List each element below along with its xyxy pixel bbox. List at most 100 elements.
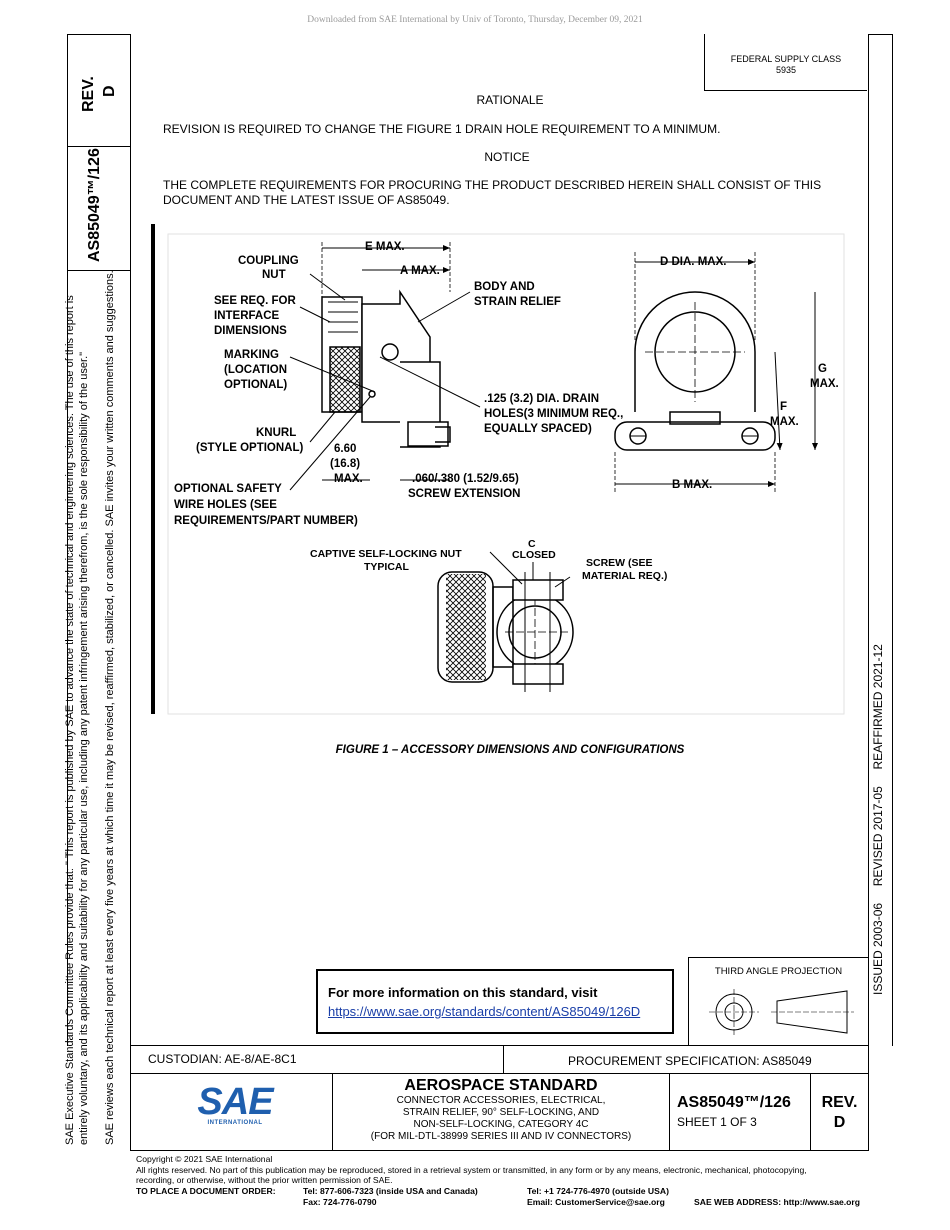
label-marking-2: (LOCATION bbox=[224, 364, 287, 376]
side-view bbox=[289, 242, 481, 491]
label-dim-max: MAX. bbox=[334, 473, 363, 485]
frame-left-divider-1 bbox=[67, 146, 131, 147]
title-block-right bbox=[868, 1045, 869, 1151]
label-screw-2: MATERIAL REQ.) bbox=[582, 570, 667, 582]
label-f-max: MAX. bbox=[770, 416, 799, 428]
label-marking-3: OPTIONAL) bbox=[224, 379, 287, 391]
label-drain-2: HOLES(3 MINIMUM REQ., bbox=[484, 408, 623, 420]
standard-title: AEROSPACE STANDARD bbox=[404, 1077, 598, 1094]
projection-box: THIRD ANGLE PROJECTION bbox=[688, 957, 868, 1045]
title-sheet: SHEET 1 OF 3 bbox=[677, 1115, 757, 1129]
label-captive-1: CAPTIVE SELF-LOCKING NUT bbox=[310, 548, 462, 560]
label-g: G bbox=[818, 363, 827, 375]
rationale-heading: RATIONALE bbox=[476, 93, 544, 107]
side-view-labels: COUPLING NUT E MAX. A MAX. BODY AND STRA… bbox=[174, 241, 623, 527]
frame-right-inner bbox=[868, 34, 869, 1046]
frame-left-inner bbox=[130, 34, 131, 1046]
figure-1: COUPLING NUT E MAX. A MAX. BODY AND STRA… bbox=[150, 222, 850, 722]
footer-tel-usa: Tel: 877-606-7323 (inside USA and Canada… bbox=[303, 1186, 478, 1196]
label-c-closed: CLOSED bbox=[512, 549, 556, 561]
notice-text-line2: DOCUMENT AND THE LATEST ISSUE OF AS85049… bbox=[163, 193, 450, 207]
label-body-relief-1: BODY AND bbox=[474, 281, 535, 293]
rationale-text: REVISION IS REQUIRED TO CHANGE THE FIGUR… bbox=[163, 122, 721, 136]
fsc-value: 5935 bbox=[775, 65, 797, 75]
label-marking-1: MARKING bbox=[224, 349, 279, 361]
label-see-req-1: SEE REQ. FOR bbox=[214, 295, 296, 307]
federal-supply-class-box: FEDERAL SUPPLY CLASS 5935 bbox=[704, 34, 867, 91]
notice-text-line1: THE COMPLETE REQUIREMENTS FOR PROCURING … bbox=[163, 178, 822, 192]
footer-fax: Fax: 724-776-0790 bbox=[303, 1197, 377, 1207]
footer-order-label: TO PLACE A DOCUMENT ORDER: bbox=[136, 1186, 276, 1196]
label-coupling-1: COUPLING bbox=[238, 255, 299, 267]
footer-tel-outside: Tel: +1 724-776-4970 (outside USA) bbox=[527, 1186, 669, 1196]
footer-rights-line1: All rights reserved. No part of this pub… bbox=[136, 1164, 807, 1175]
sae-logo-text: SAE bbox=[197, 1081, 273, 1123]
title-block-top bbox=[130, 1045, 868, 1046]
frame-left-outer bbox=[67, 34, 68, 1046]
footer: Copyright © 2021 SAE International All r… bbox=[136, 1154, 896, 1186]
standard-title-block: AEROSPACE STANDARD CONNECTOR ACCESSORIES… bbox=[333, 1076, 669, 1143]
label-see-req-3: DIMENSIONS bbox=[214, 325, 287, 337]
clamp-view-labels: CAPTIVE SELF-LOCKING NUT TYPICAL C CLOSE… bbox=[310, 538, 667, 582]
label-screw-ext-2: SCREW EXTENSION bbox=[408, 488, 520, 500]
frame-left-divider-2 bbox=[67, 270, 131, 271]
title-block-div-custodian bbox=[503, 1045, 504, 1074]
projection-label: THIRD ANGLE PROJECTION bbox=[714, 966, 843, 977]
figure-left-bar bbox=[151, 224, 155, 714]
custodian: CUSTODIAN: AE-8/AE-8C1 bbox=[148, 1052, 297, 1066]
left-margin-line2: entirely voluntary, and its applicabilit… bbox=[78, 351, 90, 1145]
end-view bbox=[614, 252, 818, 492]
standard-desc-line3: NON-SELF-LOCKING, CATEGORY 4C bbox=[413, 1119, 589, 1130]
label-knurl-2: (STYLE OPTIONAL) bbox=[196, 442, 304, 454]
fsc-label: FEDERAL SUPPLY CLASS bbox=[730, 54, 842, 64]
info-box-link[interactable]: https://www.sae.org/standards/content/AS… bbox=[328, 1004, 641, 1019]
label-dim-660: 6.60 bbox=[334, 443, 356, 455]
notice-heading: NOTICE bbox=[484, 150, 530, 164]
left-rev-label: REV. bbox=[80, 76, 97, 112]
sae-logo: SAE INTERNATIONAL bbox=[190, 1081, 280, 1126]
label-e-max: E MAX. bbox=[365, 241, 405, 253]
label-b-max: B MAX. bbox=[672, 479, 712, 491]
label-dim-168: (16.8) bbox=[330, 458, 360, 470]
label-safety-1: OPTIONAL SAFETY bbox=[174, 483, 282, 495]
frame-top-right bbox=[868, 34, 893, 35]
sae-logo-subtext: INTERNATIONAL bbox=[207, 1120, 263, 1126]
left-doc-number: AS85049™/126 bbox=[86, 148, 103, 262]
info-box-heading: For more information on this standard, v… bbox=[328, 985, 598, 1000]
label-screw-1: SCREW (SEE bbox=[586, 557, 653, 569]
label-drain-3: EQUALLY SPACED) bbox=[484, 423, 592, 435]
footer-copyright: Copyright © 2021 SAE International bbox=[136, 1154, 273, 1164]
frame-top-left bbox=[67, 34, 131, 35]
label-safety-3: REQUIREMENTS/PART NUMBER) bbox=[174, 515, 358, 527]
title-doc-number: AS85049™/126 bbox=[677, 1094, 791, 1111]
label-safety-2: WIRE HOLES (SEE bbox=[174, 499, 277, 511]
title-block-div-rev bbox=[810, 1073, 811, 1151]
label-captive-2: TYPICAL bbox=[364, 561, 410, 573]
figure-frame bbox=[167, 233, 845, 715]
title-block-div-logo bbox=[332, 1073, 333, 1151]
label-body-relief-2: STRAIN RELIEF bbox=[474, 296, 561, 308]
figure-caption: FIGURE 1 – ACCESSORY DIMENSIONS AND CONF… bbox=[335, 744, 685, 756]
standard-desc-line1: CONNECTOR ACCESSORIES, ELECTRICAL, bbox=[396, 1095, 606, 1106]
standard-desc-line2: STRAIN RELIEF, 90° SELF-LOCKING, AND bbox=[402, 1107, 600, 1118]
title-block-left bbox=[130, 1045, 131, 1151]
footer-web: SAE WEB ADDRESS: http://www.sae.org bbox=[694, 1197, 860, 1207]
title-rev-value: D bbox=[833, 1114, 846, 1131]
end-view-labels: D DIA. MAX. G MAX. F MAX. B MAX. bbox=[660, 256, 839, 491]
procurement-spec: PROCUREMENT SPECIFICATION: AS85049 bbox=[568, 1054, 812, 1068]
revision-history: ISSUED 2003-06 REVISED 2017-05 REAFFIRME… bbox=[871, 644, 885, 995]
label-drain-1: .125 (3.2) DIA. DRAIN bbox=[484, 393, 599, 405]
download-notice: Downloaded from SAE International by Uni… bbox=[307, 15, 643, 25]
title-rev-label: REV. bbox=[821, 1094, 858, 1111]
label-a-max: A MAX. bbox=[400, 265, 440, 277]
left-rev-value: D bbox=[101, 85, 118, 97]
label-f: F bbox=[780, 401, 787, 413]
frame-right-outer bbox=[892, 34, 893, 1046]
footer-email: Email: CustomerService@sae.org bbox=[527, 1197, 665, 1207]
figure-1-drawing: COUPLING NUT E MAX. A MAX. BODY AND STRA… bbox=[151, 224, 845, 715]
label-knurl-1: KNURL bbox=[256, 427, 296, 439]
projection-symbol bbox=[709, 989, 854, 1035]
label-d-dia: D DIA. MAX. bbox=[660, 256, 726, 268]
title-block-bottom bbox=[130, 1150, 868, 1151]
left-margin-line1: SAE Executive Standards Committee Rules … bbox=[64, 295, 76, 1145]
